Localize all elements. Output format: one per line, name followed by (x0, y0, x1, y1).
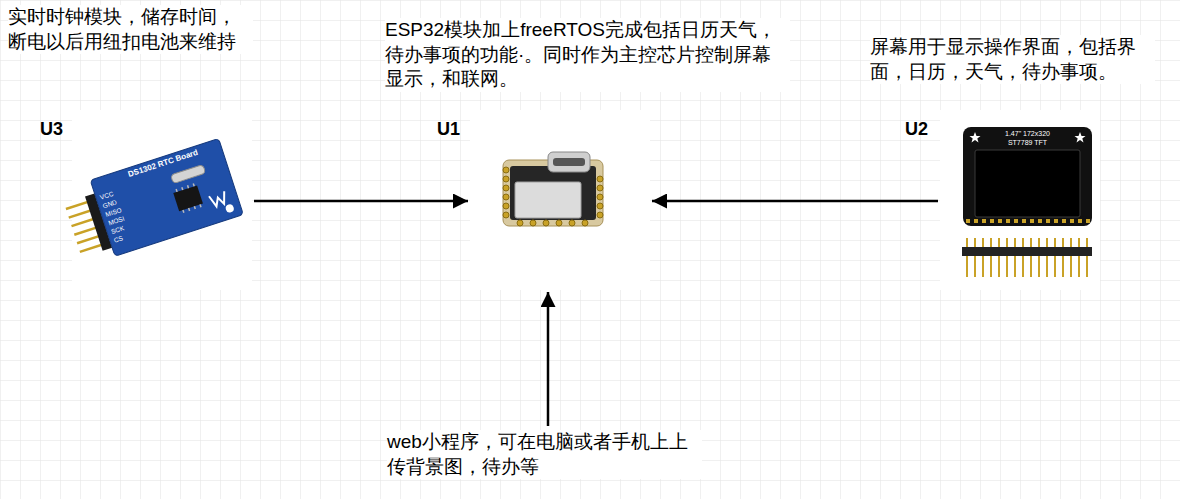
description-text: 屏幕用于显示操作界面，包括界面，日历，天气，待办事项。 (870, 35, 1155, 84)
description-text: web小程序，可在电脑或者手机上上传背景图，待办等 (387, 430, 702, 479)
description-text: ESP32模块加上freeRTOS完成包括日历天气，待办事项的功能·。同时作为主… (385, 18, 790, 92)
component-node: ESP32模块加上freeRTOS完成包括日历天气，待办事项的功能·。同时作为主… (470, 110, 650, 290)
arrow-connector (547, 292, 550, 426)
pin-name: CS (113, 234, 124, 244)
rtc-board-picture (60, 110, 252, 290)
software-node: web小程序，可在电脑或者手机上上传背景图，待办等 (385, 428, 704, 482)
part-id: U3 (40, 118, 63, 141)
esp32-module-picture (470, 110, 650, 290)
description-text: 实时时钟模块，储存时间，断电以后用纽扣电池来维持 (8, 5, 253, 54)
arrow-connector (652, 200, 938, 203)
tft-screen-picture (940, 110, 1100, 290)
arrow-connector (254, 200, 468, 203)
screen-marking: 1.47" 172x320 (987, 130, 1068, 138)
part-id: U1 (437, 118, 460, 141)
component-node: 实时时钟模块，储存时间，断电以后用纽扣电池来维持U3 (72, 110, 252, 290)
board-title: DS1302 RTC Board (127, 148, 199, 180)
part-id: U2 (905, 118, 928, 141)
screen-marking: ST7789 TFT (987, 139, 1068, 147)
